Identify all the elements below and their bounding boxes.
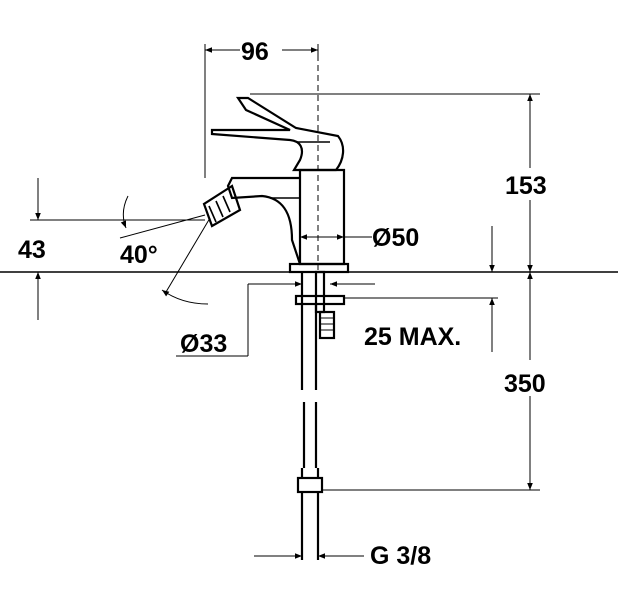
dim-width-top: 96 (204, 38, 319, 178)
dim-spout-angle: 40° (119, 195, 211, 305)
label-25max: 25 MAX. (364, 323, 461, 351)
faucet-body (202, 168, 350, 274)
dim-height-top: 153 (250, 93, 547, 272)
label-153: 153 (505, 172, 547, 200)
dim-hole-diameter: Ø33 (176, 281, 375, 358)
label-350: 350 (504, 370, 546, 398)
dim-spout-height: 43 (18, 178, 205, 320)
label-o50: Ø50 (372, 224, 419, 252)
dim-body-diameter: Ø50 (300, 224, 419, 252)
dim-connection: G 3/8 (254, 542, 431, 570)
label-43: 43 (18, 236, 46, 264)
lever-handle (210, 96, 345, 172)
dim-deck-thickness: 25 MAX. (344, 226, 498, 352)
label-40deg: 40° (120, 241, 158, 269)
dim-hose-length: 350 (322, 272, 546, 491)
label-g38: G 3/8 (370, 542, 431, 570)
hoses (294, 270, 346, 560)
label-o33: Ø33 (180, 330, 227, 358)
label-96: 96 (241, 38, 269, 66)
